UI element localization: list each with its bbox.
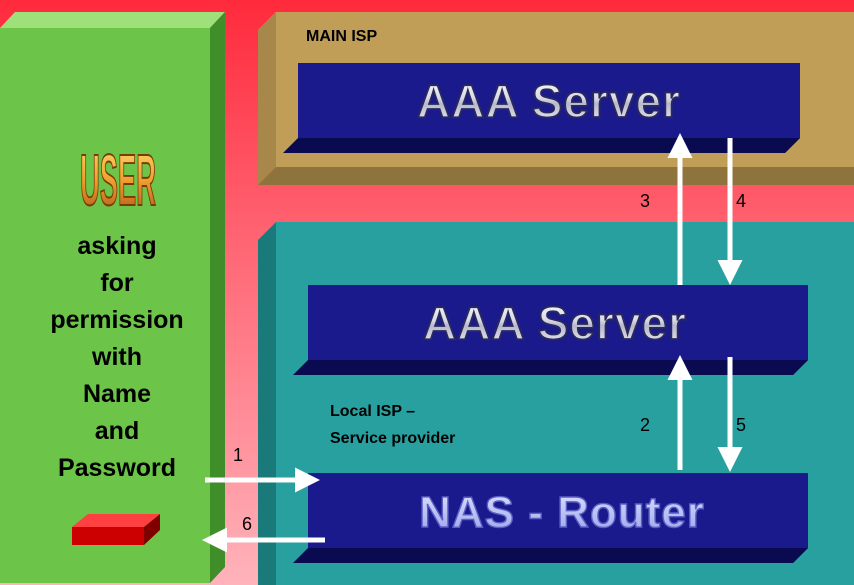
user-request-line: permission bbox=[50, 306, 184, 334]
main-aaa-server: AAA Server bbox=[283, 63, 800, 153]
user-request-line: Name bbox=[82, 380, 152, 408]
step-number-2: 2 bbox=[640, 415, 650, 435]
local-aaa-server: AAA Server bbox=[293, 285, 808, 375]
user-panel bbox=[0, 12, 225, 583]
user-word-art: USER bbox=[80, 139, 156, 221]
nas-router-title: NAS - Router bbox=[419, 488, 705, 537]
flow-arrows bbox=[202, 133, 743, 553]
local-isp-label-line-2: Service provider bbox=[330, 430, 455, 447]
user-request-line: Password bbox=[57, 454, 177, 482]
step-number-3: 3 bbox=[640, 191, 650, 211]
main-aaa-server-title: AAA Server bbox=[417, 75, 681, 127]
user-request-line: with bbox=[92, 343, 142, 371]
local-aaa-server-title: AAA Server bbox=[423, 297, 687, 349]
step-number-6: 6 bbox=[242, 514, 252, 534]
nas-router: NAS - Router bbox=[293, 473, 808, 563]
step-number-4: 4 bbox=[736, 191, 746, 211]
step-number-1: 1 bbox=[233, 445, 243, 465]
user-request-line: and bbox=[94, 417, 140, 445]
user-request-text: asking for permission with Name and Pass… bbox=[22, 228, 212, 487]
step-number-5: 5 bbox=[736, 415, 746, 435]
local-isp-label-line-1: Local ISP – bbox=[330, 403, 415, 420]
user-request-line: asking bbox=[77, 232, 157, 260]
main-isp-label: MAIN ISP bbox=[306, 28, 377, 45]
red-key-block-icon bbox=[72, 514, 160, 545]
user-request-line: for bbox=[100, 269, 134, 297]
